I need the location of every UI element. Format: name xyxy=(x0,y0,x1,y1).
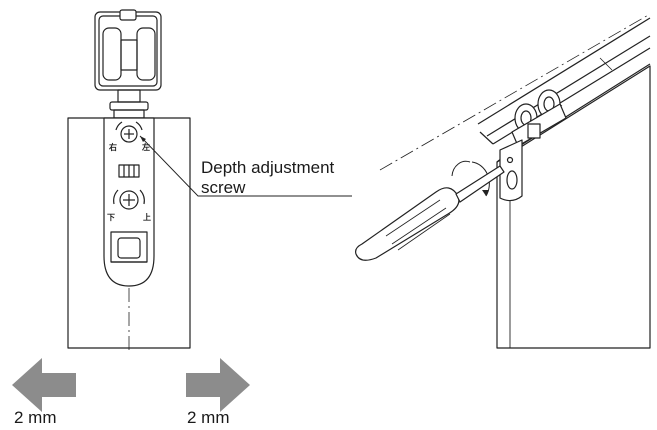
front-view: 右 左 下 上 xyxy=(67,9,191,352)
reference-line xyxy=(379,13,651,171)
roller-unit xyxy=(511,89,567,147)
depth-adjustment-screw-icon xyxy=(120,125,138,143)
callout-leader xyxy=(139,135,352,197)
callout-label-line2: screw xyxy=(201,178,246,197)
door-panel-side xyxy=(496,65,651,349)
arrow-right-icon xyxy=(186,358,250,412)
mark-up: 上 xyxy=(143,212,151,222)
arrow-left-icon xyxy=(12,358,76,412)
screwdriver-icon xyxy=(355,165,505,261)
right-shift-label: 2 mm xyxy=(187,408,230,427)
callout-label-line1: Depth adjustment xyxy=(201,158,335,177)
mark-down: 下 xyxy=(107,213,115,222)
isometric-view xyxy=(355,13,651,349)
left-shift-label: 2 mm xyxy=(14,408,57,427)
roller-hanger xyxy=(94,9,162,119)
mark-right: 右 xyxy=(108,142,117,152)
mark-left: 左 xyxy=(141,142,150,152)
height-adjustment-screw-icon xyxy=(119,190,139,210)
